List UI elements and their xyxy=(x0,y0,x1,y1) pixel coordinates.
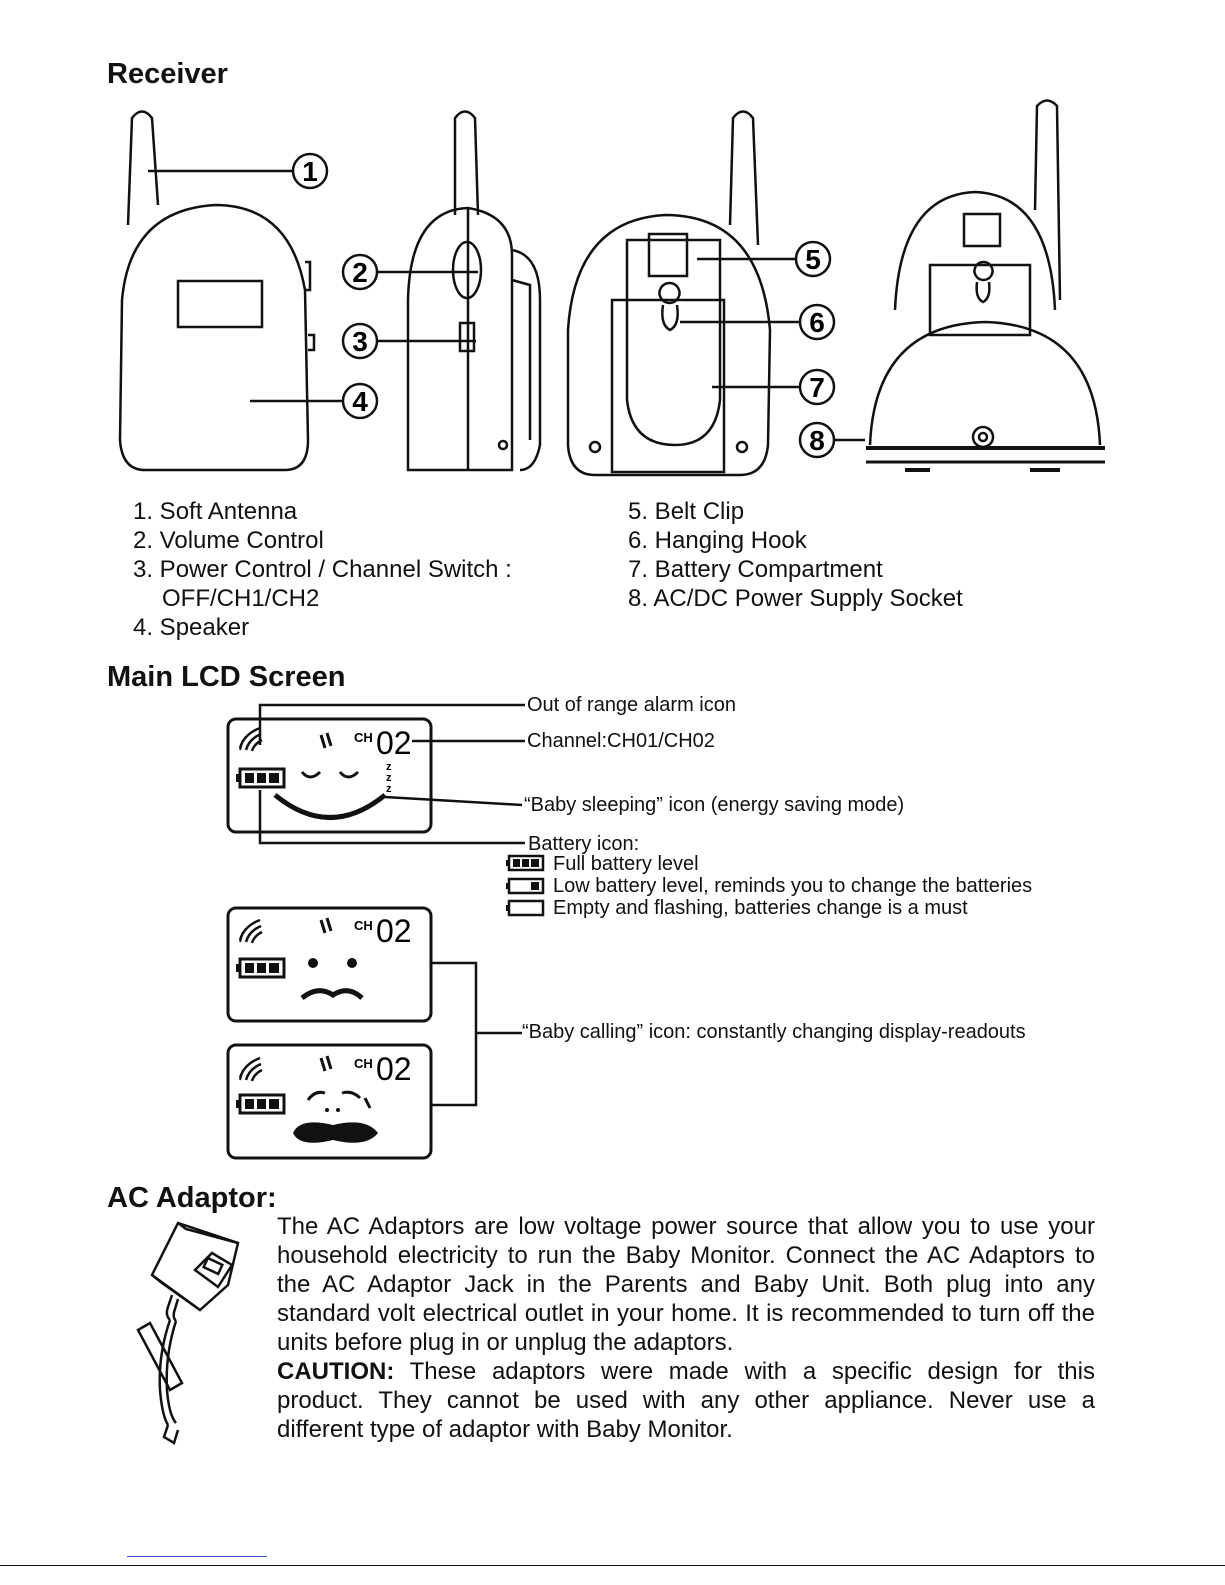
list-item: OFF/CH1/CH2 xyxy=(162,585,320,612)
svg-text:z: z xyxy=(386,772,392,784)
parts-list-right: 5. Belt Clip 6. Hanging Hook 7. Battery … xyxy=(628,497,963,613)
battery-empty-icon xyxy=(506,899,545,917)
list-item: 1. Soft Antenna xyxy=(133,498,298,525)
ch-label: CH xyxy=(354,1056,373,1071)
lcd-diagram: CH 02 CH 02 z z z xyxy=(226,703,545,1160)
receiver-side-view xyxy=(406,110,542,472)
adaptor-heading: AC Adaptor: xyxy=(107,1182,277,1214)
callout-3: 3 xyxy=(341,322,379,360)
callout-5: 5 xyxy=(794,240,832,278)
caution-text: These adaptors were made with a specific… xyxy=(277,1358,1095,1443)
list-item: 2. Volume Control xyxy=(133,527,324,554)
battery-low-text: Low battery level, reminds you to change… xyxy=(553,875,1033,897)
ch-label: CH xyxy=(354,918,373,933)
sleeping-icon-label: “Baby sleeping” icon (energy saving mode… xyxy=(524,794,905,816)
callout-5-label: 5 xyxy=(805,244,821,275)
calling-icon-label: “Baby calling” icon: constantly changing… xyxy=(522,1021,1026,1043)
callout-2: 2 xyxy=(341,253,379,291)
lcd-sleeping-display: CH 02 z z z xyxy=(226,717,433,834)
callout-6-label: 6 xyxy=(809,307,825,338)
battery-full-text: Full battery level xyxy=(553,853,699,875)
channel-label: Channel:CH01/CH02 xyxy=(527,730,715,752)
ch-label: CH xyxy=(354,730,373,745)
ac-adaptor-illustration xyxy=(136,1221,240,1445)
callout-7: 7 xyxy=(798,368,836,406)
adaptor-description: The AC Adaptors are low voltage power so… xyxy=(277,1212,1095,1444)
receiver-back-view xyxy=(566,110,772,477)
receiver-diagram: 1 2 3 4 5 6 7 8 xyxy=(118,99,1105,477)
svg-text:z: z xyxy=(386,761,392,773)
callout-3-label: 3 xyxy=(352,326,368,357)
battery-icon-title: Battery icon: xyxy=(528,833,640,855)
callout-4-label: 4 xyxy=(352,386,368,417)
callout-4: 4 xyxy=(341,382,379,420)
battery-full-icon xyxy=(506,854,545,872)
callout-1-label: 1 xyxy=(302,156,318,187)
callout-7-label: 7 xyxy=(809,372,825,403)
list-item: 7. Battery Compartment xyxy=(628,556,883,583)
list-item: 6. Hanging Hook xyxy=(628,527,807,554)
battery-empty-text: Empty and flashing, batteries change is … xyxy=(553,897,968,919)
battery-low-icon xyxy=(506,877,545,895)
callout-2-label: 2 xyxy=(352,257,368,288)
ch-digits: 02 xyxy=(376,1051,412,1087)
callout-1: 1 xyxy=(291,152,329,190)
caution-label: CAUTION: xyxy=(277,1358,395,1385)
ch-digits: 02 xyxy=(376,913,412,949)
list-item: 5. Belt Clip xyxy=(628,498,745,525)
receiver-heading: Receiver xyxy=(107,58,228,90)
adaptor-paragraph: The AC Adaptors are low voltage power so… xyxy=(277,1213,1095,1356)
callout-circles: 1 2 3 4 5 6 7 8 xyxy=(291,152,836,459)
page-bottom-link-mark xyxy=(127,1556,267,1557)
list-item: 8. AC/DC Power Supply Socket xyxy=(628,585,963,612)
list-item: 3. Power Control / Channel Switch : xyxy=(133,556,512,583)
lcd-leader-lines xyxy=(258,703,525,845)
lcd-heading: Main LCD Screen xyxy=(107,661,346,693)
receiver-base-view xyxy=(866,99,1105,472)
callout-8: 8 xyxy=(798,421,836,459)
parts-list-left: 1. Soft Antenna 2. Volume Control 3. Pow… xyxy=(133,497,512,642)
list-item: 4. Speaker xyxy=(133,614,250,641)
lcd-calling-display-1: CH 02 xyxy=(226,906,433,1023)
ch-digits: 02 xyxy=(376,725,412,761)
lcd-calling-display-2: CH 02 xyxy=(226,1043,433,1160)
out-of-range-label: Out of range alarm icon xyxy=(527,694,736,716)
svg-text:z: z xyxy=(386,783,392,795)
page-bottom-rule xyxy=(0,1565,1225,1566)
callout-6: 6 xyxy=(798,303,836,341)
callout-8-label: 8 xyxy=(809,425,825,456)
calling-bracket xyxy=(431,961,522,1107)
receiver-front-view xyxy=(118,110,316,472)
